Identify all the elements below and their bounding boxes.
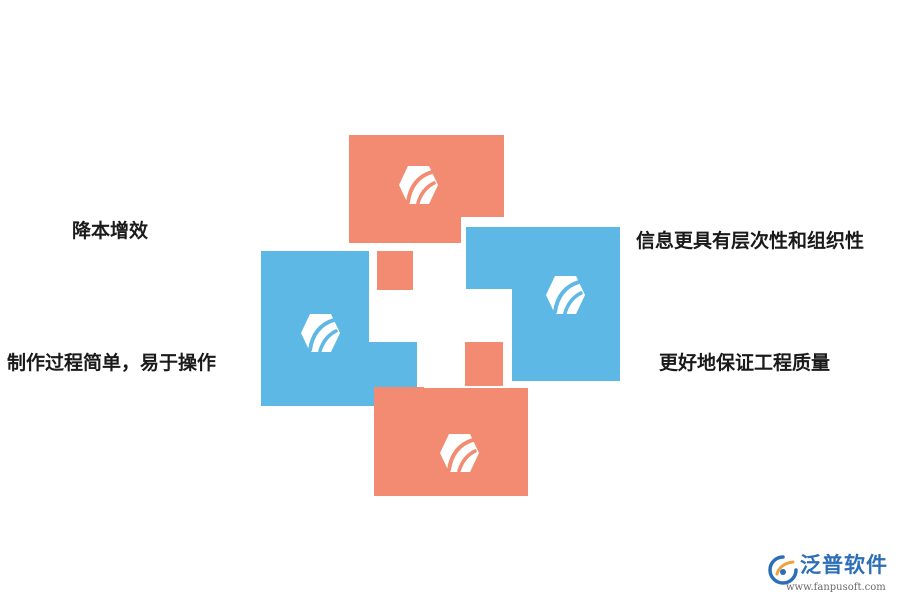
brand-logo-url: www.fanpusoft.com [786,582,886,593]
brand-logo-icon [768,555,798,585]
label-quality-assurance: 更好地保证工程质量 [659,352,831,374]
left-blue-shape [261,251,417,406]
brand-logo-name: 泛普软件 [800,553,888,577]
label-structured-info: 信息更具有层次性和组织性 [636,230,865,252]
label-cost-reduction: 降本增效 [72,220,149,242]
leaf-hexagon-icon [541,273,585,317]
leaf-hexagon-icon [296,311,340,355]
leaf-hexagon-icon [394,163,438,207]
label-simple-process: 制作过程简单，易于操作 [7,352,217,374]
brand-logo: 泛普软件 www.fanpusoft.com [768,553,893,597]
left-blue-block [261,251,417,406]
right-blue-shape [466,227,620,381]
leaf-hexagon-icon [435,431,479,475]
right-blue-block [466,227,620,381]
